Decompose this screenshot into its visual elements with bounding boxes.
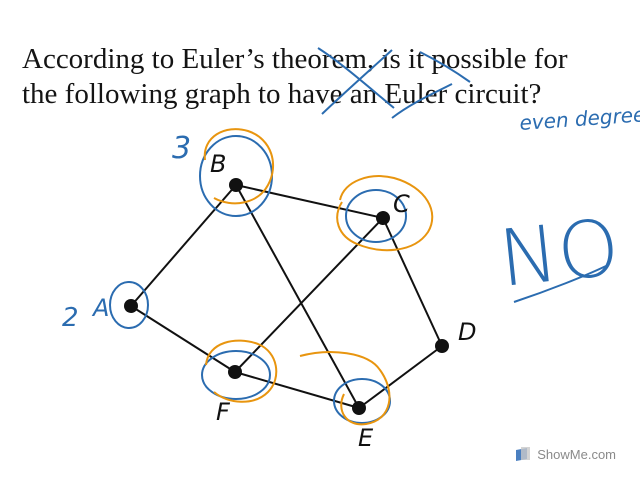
edge-c-f bbox=[234, 217, 384, 373]
answer-underline bbox=[513, 265, 607, 303]
vertex-c bbox=[376, 211, 390, 225]
answer-no: NO bbox=[495, 203, 624, 305]
edge-b-c bbox=[235, 184, 384, 219]
showme-branding: ShowMe.com bbox=[516, 447, 616, 462]
highlight-orange-b bbox=[203, 128, 275, 205]
edge-f-e bbox=[234, 371, 360, 409]
highlight-orange-e bbox=[299, 351, 391, 426]
edge-c-d bbox=[382, 217, 443, 347]
vertex-a bbox=[124, 299, 138, 313]
brand-name: ShowMe.com bbox=[537, 447, 616, 462]
vertex-label-d: D bbox=[458, 318, 476, 346]
highlight-orange-f bbox=[205, 339, 278, 403]
edge-d-e bbox=[358, 345, 443, 409]
vertex-label-c: C bbox=[393, 190, 410, 218]
strike-mark-2 bbox=[321, 49, 393, 115]
vertex-labels: B C A D F E bbox=[91, 150, 476, 452]
vertex-b bbox=[229, 178, 243, 192]
edge-b-e bbox=[235, 184, 360, 409]
graph-edges bbox=[130, 184, 443, 409]
highlight-blue-a bbox=[109, 281, 149, 329]
edge-a-f bbox=[130, 305, 236, 373]
highlight-blue-f bbox=[201, 350, 271, 400]
vertex-label-a: A bbox=[91, 294, 109, 322]
strike-mark-1 bbox=[317, 47, 395, 109]
highlight-blue-c bbox=[345, 189, 407, 243]
degree-b-annotation: 3 bbox=[172, 131, 191, 166]
question-line-1: According to Euler’s theorem, is it poss… bbox=[22, 43, 568, 75]
graph-vertices bbox=[124, 178, 449, 415]
strike-mark-3 bbox=[419, 51, 471, 83]
question-line-2: the following graph to have an Euler cir… bbox=[22, 78, 542, 110]
even-degrees-note: even degrees bbox=[519, 102, 640, 135]
highlight-orange-c bbox=[336, 175, 434, 252]
question-text: According to Euler’s theorem, is it poss… bbox=[22, 42, 622, 112]
vertex-e bbox=[352, 401, 366, 415]
strike-mark-4 bbox=[391, 83, 453, 119]
vertex-label-b: B bbox=[210, 150, 226, 178]
vertex-label-f: F bbox=[216, 398, 231, 426]
vertex-d bbox=[435, 339, 449, 353]
orange-highlights bbox=[203, 128, 434, 426]
vertex-f bbox=[228, 365, 242, 379]
degree-a-annotation: 2 bbox=[62, 303, 79, 333]
vertex-label-e: E bbox=[358, 424, 374, 452]
showme-logo-icon bbox=[516, 447, 531, 462]
edge-b-a bbox=[130, 184, 237, 307]
